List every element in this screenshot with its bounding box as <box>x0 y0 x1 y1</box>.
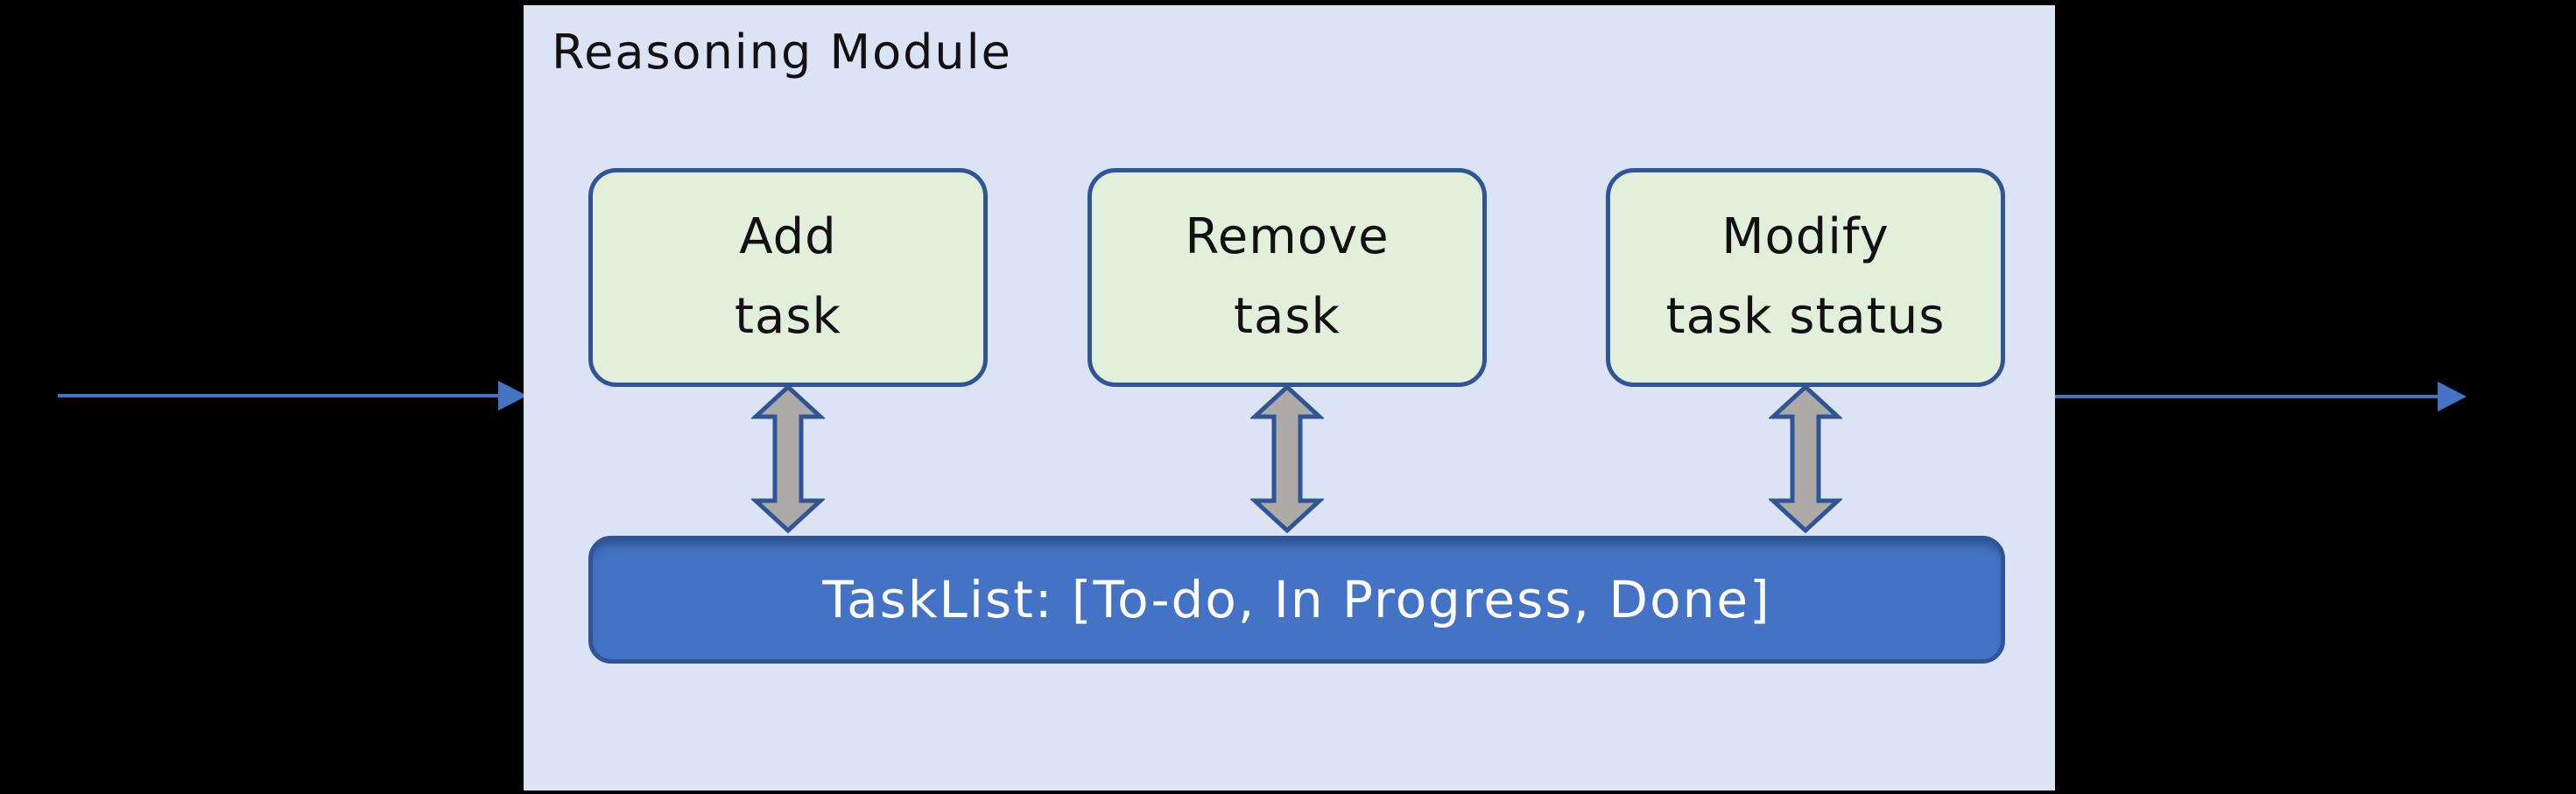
tasklist-bar: TaskList: [To-do, In Progress, Done] <box>588 536 2005 664</box>
operation-label: Modify task status <box>1665 208 1946 345</box>
input-arrow-icon <box>58 381 527 411</box>
bidirectional-arrow-icon <box>1769 383 1842 534</box>
operation-box-add-task: Add task <box>588 168 988 387</box>
panel-title: Reasoning Module <box>552 25 1012 80</box>
bidirectional-arrow-icon <box>751 383 825 534</box>
operation-box-remove-task: Remove task <box>1087 168 1487 387</box>
operation-label: Add task <box>735 208 841 345</box>
bidirectional-arrow-icon <box>1250 383 1324 534</box>
operation-label: Remove task <box>1185 208 1390 345</box>
output-arrow-icon <box>2055 382 2467 411</box>
operation-box-modify-task-status: Modify task status <box>1606 168 2005 387</box>
tasklist-label: TaskList: [To-do, In Progress, Done] <box>822 570 1771 629</box>
